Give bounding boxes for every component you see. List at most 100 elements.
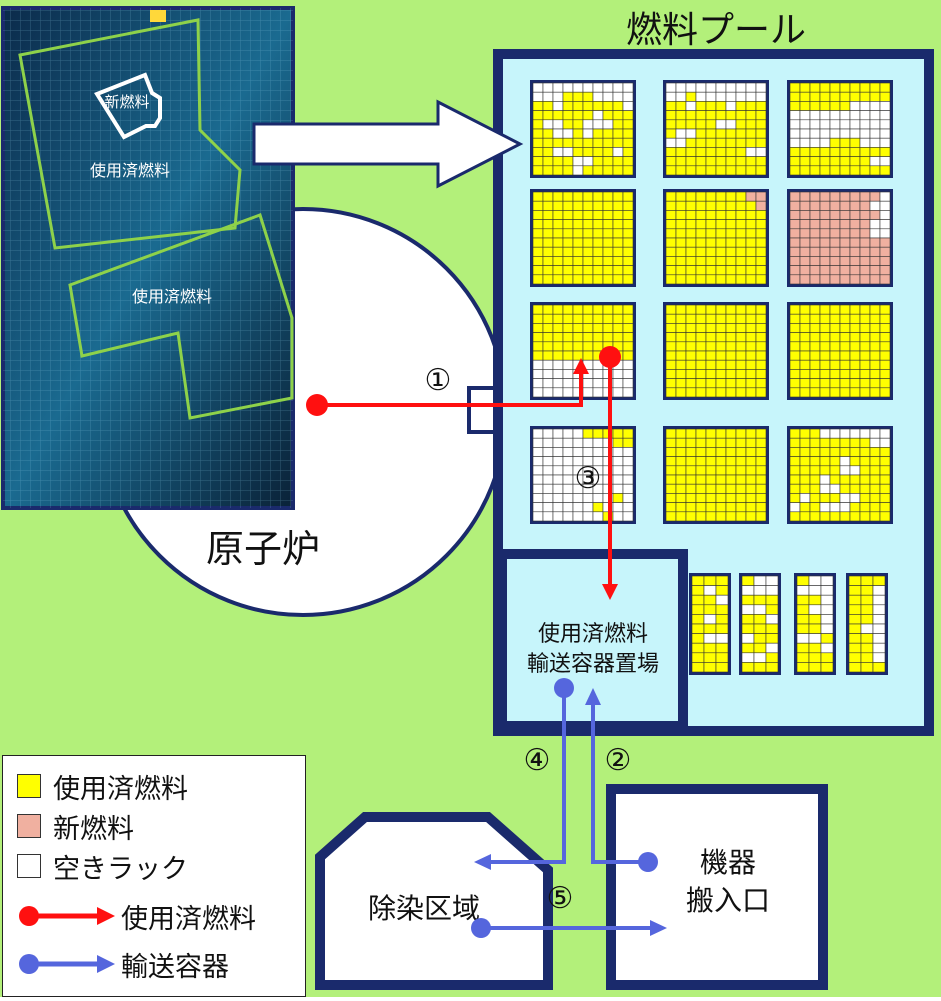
rack-cell bbox=[592, 256, 604, 266]
rack-cell bbox=[745, 246, 757, 257]
rack-cell bbox=[612, 147, 624, 157]
rack-cell bbox=[741, 633, 755, 644]
rack-cell bbox=[755, 341, 767, 352]
rack-cell bbox=[542, 91, 554, 102]
rack-cell bbox=[622, 502, 634, 513]
rack-cell bbox=[829, 483, 841, 494]
rack-cell bbox=[675, 110, 687, 121]
rack-cell bbox=[612, 428, 624, 439]
rack-cell bbox=[532, 387, 544, 398]
rack-cell bbox=[799, 91, 811, 102]
rack-cell bbox=[829, 91, 841, 102]
rack-cell bbox=[725, 200, 737, 211]
rack-cell bbox=[859, 341, 871, 352]
rack-cell bbox=[755, 502, 767, 513]
rack-cell bbox=[799, 483, 811, 494]
rack-cell bbox=[735, 474, 747, 485]
rack-cell bbox=[715, 274, 727, 285]
rack-cell bbox=[685, 274, 697, 285]
legend: 使用済燃料 新燃料 空きラック 使用済燃料 輸送容器 bbox=[2, 755, 306, 997]
rack-cell bbox=[849, 428, 861, 439]
rack-cell bbox=[859, 156, 871, 167]
rack-cell bbox=[849, 256, 861, 266]
rack-cell bbox=[622, 91, 634, 102]
rack-cell bbox=[552, 128, 564, 139]
rack-cell bbox=[695, 369, 707, 379]
rack-cell bbox=[612, 119, 624, 130]
rack-cell bbox=[799, 332, 811, 343]
rack-cell bbox=[799, 465, 811, 476]
rack-cell bbox=[705, 101, 717, 111]
rack-cell bbox=[542, 219, 554, 230]
rack-cell bbox=[735, 428, 747, 439]
rack-cell bbox=[879, 313, 891, 324]
rack-cell bbox=[542, 437, 554, 448]
rack-cell bbox=[829, 447, 841, 457]
rack-cell bbox=[839, 165, 851, 176]
rack-cell bbox=[665, 228, 677, 239]
rack-cell bbox=[695, 456, 707, 467]
rack-cell bbox=[572, 313, 584, 324]
rack-cell bbox=[685, 156, 697, 167]
rack-cell bbox=[829, 378, 841, 389]
rack-cell bbox=[542, 456, 554, 467]
rack-cell bbox=[622, 237, 634, 248]
rack-cell bbox=[809, 219, 821, 230]
rack-cell bbox=[745, 119, 757, 130]
rack-cell bbox=[592, 447, 604, 457]
rack-cell bbox=[582, 502, 594, 513]
rack-cell bbox=[572, 350, 584, 361]
rack-cell bbox=[552, 110, 564, 121]
rack-cell bbox=[829, 428, 841, 439]
rack-cell bbox=[789, 156, 801, 167]
rack-cell bbox=[725, 428, 737, 439]
rack-cell bbox=[572, 110, 584, 121]
rack-cell bbox=[799, 228, 811, 239]
rack-cell bbox=[685, 474, 697, 485]
rack-cell bbox=[848, 604, 862, 615]
rack-cell bbox=[819, 304, 831, 315]
rack-cell bbox=[839, 323, 851, 333]
legend-swatch-empty-rack bbox=[17, 854, 41, 878]
step-4-label: ④ bbox=[524, 743, 551, 778]
rack-cell bbox=[542, 304, 554, 315]
rack-cell bbox=[715, 246, 727, 257]
rack-cell bbox=[542, 387, 554, 398]
rack-cell bbox=[622, 256, 634, 266]
rack-cell bbox=[799, 256, 811, 266]
rack-cell bbox=[860, 633, 874, 644]
rack-cell bbox=[809, 119, 821, 130]
rack-cell bbox=[755, 456, 767, 467]
rack-cell bbox=[622, 82, 634, 93]
rack-cell bbox=[755, 246, 767, 257]
rack-cell bbox=[622, 147, 634, 157]
rack-cell bbox=[602, 147, 614, 157]
rack-cell bbox=[572, 246, 584, 257]
rack-cell bbox=[809, 483, 821, 494]
rack-cell bbox=[572, 137, 584, 148]
rack-cell bbox=[572, 502, 584, 513]
rack-cell bbox=[703, 662, 717, 673]
rack-cell bbox=[542, 313, 554, 324]
rack-cell bbox=[725, 313, 737, 324]
rack-cell bbox=[705, 228, 717, 239]
rack-cell bbox=[665, 210, 677, 220]
rack-cell bbox=[592, 191, 604, 202]
rack-cell bbox=[685, 210, 697, 220]
rack-cell bbox=[705, 147, 717, 157]
rack-cell bbox=[765, 642, 779, 654]
rack-cell bbox=[849, 387, 861, 398]
rack-cell bbox=[755, 128, 767, 139]
rack-cell bbox=[789, 200, 801, 211]
photo-spent-fuel-region-upper bbox=[18, 18, 242, 250]
rack-cell bbox=[735, 237, 747, 248]
rack-cell bbox=[685, 128, 697, 139]
rack-cell bbox=[572, 82, 584, 93]
rack-cell bbox=[665, 447, 677, 457]
rack-cell bbox=[849, 119, 861, 130]
rack-cell bbox=[572, 332, 584, 343]
rack-cell bbox=[879, 378, 891, 389]
rack-cell bbox=[532, 369, 544, 379]
rack-cell bbox=[819, 447, 831, 457]
